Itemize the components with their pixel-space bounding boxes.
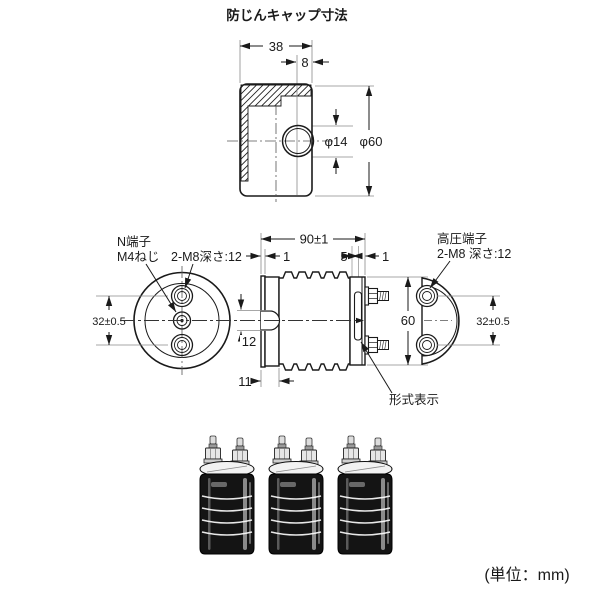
product-photo xyxy=(199,435,393,555)
dim-cap-wall-offset: 8 xyxy=(301,55,308,70)
left-thread-label: 2-M8深さ:12 xyxy=(171,250,242,264)
dim-left-plate: 1 xyxy=(283,249,290,264)
hv-terminal-label-line1: 高圧端子 xyxy=(437,231,487,246)
dim-cap-width: 38 xyxy=(269,39,283,54)
model-display-area xyxy=(353,291,363,341)
left-thread-leader xyxy=(184,263,194,289)
product-unit-2 xyxy=(268,435,324,555)
center-line-arrow xyxy=(356,317,364,324)
product-unit-1 xyxy=(199,435,255,555)
dim-body-length: 90±1 xyxy=(300,232,329,247)
hv-terminal-label-line2: 2-M8 深さ:12 xyxy=(437,247,511,261)
hv-terminal-end-view: 32±0.5 高圧端子 2-M8 深さ:12 xyxy=(415,231,511,365)
dim-cap-outer-dia: φ60 xyxy=(360,134,383,149)
n-terminal-leader xyxy=(145,263,177,313)
hv-stud-bottom xyxy=(364,335,389,355)
dim-flange-5: 5 xyxy=(340,249,347,264)
dim-first-section: 11 xyxy=(238,374,252,389)
n-terminal-label-line1: N端子 xyxy=(117,235,151,249)
right-view-inner-arc xyxy=(421,285,458,357)
cap-hole-outer xyxy=(281,124,315,158)
hv-terminal-leader xyxy=(429,260,451,289)
dim-left-hole-pitch: 32±0.5 xyxy=(92,316,126,328)
unit-note: (単位：mm) xyxy=(484,566,569,584)
n-terminal-end-view: 32±0.5 N端子 M4ねじ 2-M8深さ:12 xyxy=(92,235,242,375)
model-display-leader xyxy=(360,341,393,394)
n-terminal-label-line2: M4ねじ xyxy=(117,250,159,264)
dim-cap-hole-dia: φ14 xyxy=(325,134,348,149)
dim-hole-height: 12 xyxy=(242,334,256,349)
product-unit-3 xyxy=(337,435,393,555)
cap-hole-inner xyxy=(285,128,311,154)
page-title: 防じんキャップ寸法 xyxy=(226,7,348,23)
dim-right-hole-pitch: 32±0.5 xyxy=(476,316,510,328)
cap-section-view: 38 8 φ14 φ60 xyxy=(227,39,382,202)
model-display-label: 形式表示 xyxy=(389,393,439,407)
dim-flange-1: 1 xyxy=(382,249,389,264)
side-bellows xyxy=(278,271,351,371)
dim-body-height: 60 xyxy=(401,313,415,328)
body-side-view: 90±1 1 5 1 60 12 11 形式表示 xyxy=(120,232,439,407)
hv-stud-top xyxy=(364,286,389,306)
